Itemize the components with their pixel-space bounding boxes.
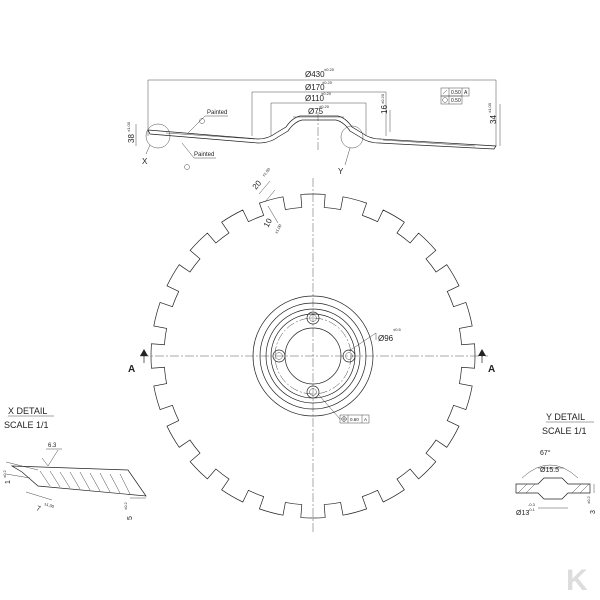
x-dim-right-tol: ±0.2	[123, 501, 128, 510]
x-detail-scale: SCALE 1/1	[4, 420, 49, 430]
brand-logo: K	[566, 564, 588, 597]
dim-170: Ø170	[305, 83, 325, 92]
dim-96: Ø96	[378, 334, 394, 343]
dim-notch-width-tol: ±1.00	[261, 166, 272, 177]
top-section-view: Ø430 ±0.20 Ø170 ±0.20 Ø110 ±0.20 Ø75 ±0.…	[126, 67, 501, 176]
detail-y-marker	[340, 125, 364, 149]
svg-text:A: A	[364, 417, 367, 422]
y-detail: Y DETAIL SCALE 1/1 67° Ø15.5 Ø13 -0.3 -0…	[515, 412, 597, 517]
svg-text:A: A	[464, 90, 468, 96]
bolt-hole-top	[306, 311, 320, 325]
detail-x-marker	[145, 123, 171, 149]
svg-text:6.3: 6.3	[48, 443, 57, 449]
svg-text:0.50: 0.50	[451, 98, 461, 104]
roughness-symbol: 6.3	[41, 443, 62, 467]
dim-notch-depth: 10	[262, 216, 274, 229]
gdt-roundness-frame: 0.50	[440, 95, 463, 105]
painted-note-bottom: Painted	[194, 152, 214, 158]
gdt-flatness-frame: 0.50 A	[440, 87, 470, 97]
notched-disc-outline	[150, 193, 476, 519]
dim-75: Ø75	[308, 107, 324, 116]
dim-34: 34	[489, 115, 498, 124]
x-dim-left-tol: ±0.2	[2, 469, 7, 478]
label-x: X	[142, 157, 148, 166]
dim-170-tol: ±0.20	[322, 80, 333, 85]
section-label-right: A	[488, 364, 495, 375]
y-detail-profile	[515, 477, 591, 500]
y-d155: Ø15.5	[540, 467, 559, 474]
dim-75-tol: ±0.20	[319, 104, 330, 109]
section-arrow-right: A	[478, 349, 495, 375]
label-y: Y	[338, 167, 344, 176]
y-d13-tol2: -0.1	[528, 507, 536, 512]
dim-38: 38	[127, 134, 136, 143]
disc-profile	[147, 115, 497, 150]
bolt-holes	[272, 311, 356, 399]
dim-16: 16	[380, 105, 389, 114]
front-view: Ø96 ±0.5 0.60 A 20 ±1.00 10 ±1.00 A	[128, 166, 495, 534]
dim-notch-width: 20	[251, 178, 264, 191]
hub-ring-outer	[252, 295, 374, 417]
painted-note-top: Painted	[207, 110, 227, 116]
dim-34-tol: ±1.00	[487, 102, 492, 113]
y-d13: Ø13	[516, 510, 529, 517]
y-angle: 67°	[540, 449, 551, 457]
x-detail-hatch	[39, 470, 131, 495]
y-detail-scale: SCALE 1/1	[542, 426, 587, 436]
bolt-hole-bottom	[306, 385, 320, 399]
dim-38-tol: ±1.00	[126, 121, 131, 132]
bolt-circle	[274, 317, 352, 395]
section-arrow-left: A	[128, 349, 148, 375]
x-dim-bottom: 7	[35, 505, 41, 513]
x-detail-title: X DETAIL	[8, 406, 47, 416]
y-h3: 3	[590, 510, 597, 514]
dim-16-tol: ±0.20	[380, 93, 385, 104]
x-dim-right: 5	[127, 516, 134, 520]
dim-96-tol: ±0.5	[393, 327, 402, 332]
hub-ring-3	[265, 308, 361, 404]
hub-ring-2	[259, 302, 367, 410]
svg-text:K: K	[566, 564, 588, 597]
x-dim-bottom-tol: ±1.00	[44, 501, 56, 509]
x-detail-profile	[10, 465, 147, 497]
y-detail-title: Y DETAIL	[546, 412, 585, 422]
section-label-left: A	[128, 364, 135, 375]
y-d13-tol: -0.3	[528, 502, 536, 507]
bolt-hole-left	[272, 349, 286, 363]
y-h3-tol: ±0.2	[586, 495, 591, 504]
svg-text:0.60: 0.60	[350, 417, 359, 422]
dim-notch-depth-tol: ±1.00	[273, 223, 282, 235]
dim-110-tol: ±0.20	[321, 91, 332, 96]
svg-text:0.50: 0.50	[451, 90, 461, 96]
y-detail-hatch	[517, 483, 590, 494]
dim-430-tol: ±0.20	[324, 67, 335, 72]
x-detail: X DETAIL SCALE 1/1 1 ±0.2 6.3 7 ±1.00	[2, 406, 147, 520]
bolt-hole-right	[342, 349, 356, 363]
gdt-position-frame: 0.60 A	[339, 414, 370, 424]
dim-430: Ø430	[305, 70, 325, 79]
dim-110: Ø110	[305, 94, 325, 103]
x-dim-left: 1	[5, 480, 12, 484]
